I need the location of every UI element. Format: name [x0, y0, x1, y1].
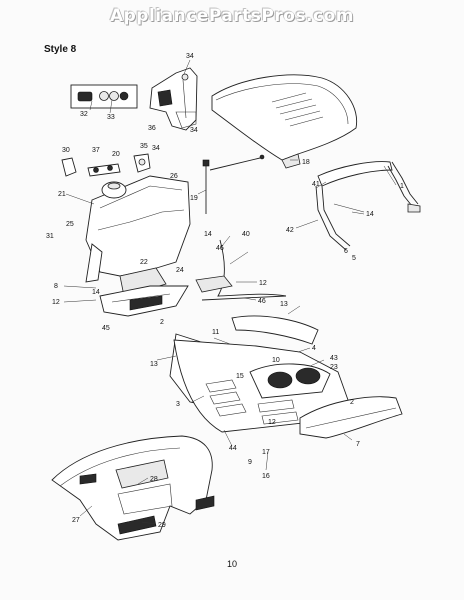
callout-label: 2 — [350, 399, 354, 406]
front-grille-part — [173, 339, 349, 433]
callout-label: 20 — [112, 151, 120, 158]
callout-label: 34 — [190, 127, 198, 134]
dash-panel-part — [85, 175, 191, 297]
callout-label: 29 — [158, 522, 166, 529]
callout-label: 32 — [80, 111, 88, 118]
callout-label: 19 — [190, 195, 198, 202]
style-label: Style 8 — [44, 44, 77, 55]
callout-label: 3 — [176, 401, 180, 408]
callout-label: 18 — [302, 159, 310, 166]
callout-label: 42 — [286, 227, 294, 234]
callout-label: 5 — [352, 255, 356, 262]
callout-label: 14 — [366, 211, 374, 218]
callout-label: 13 — [280, 301, 288, 308]
callout-label: 30 — [62, 147, 70, 154]
callout-label: 2 — [160, 319, 164, 326]
callout-label: 10 — [272, 357, 280, 364]
hood-rod-part — [202, 154, 265, 214]
callout-label: 46 — [258, 298, 266, 305]
callout-label: 41 — [312, 181, 320, 188]
callout-label: 25 — [66, 221, 74, 228]
callout-label: 34 — [186, 53, 194, 60]
callout-label: 7 — [356, 441, 360, 448]
hood-bracket-part — [149, 67, 198, 131]
callout-label: 24 — [176, 267, 184, 274]
callout-label: 43 — [330, 355, 338, 362]
front-bumper-part — [315, 161, 421, 251]
callout-label: 23 — [330, 364, 338, 371]
callout-label: 16 — [262, 473, 270, 480]
callout-label: 45 — [102, 325, 110, 332]
callout-label: 40 — [242, 231, 250, 238]
floor-plate-part — [99, 285, 189, 317]
callout-label: 12 — [52, 299, 60, 306]
callout-label: 46 — [216, 245, 224, 252]
callout-label: 31 — [46, 233, 54, 240]
callout-label: 34 — [152, 145, 160, 152]
callout-label: 35 — [140, 143, 148, 150]
small-hardware-parts — [61, 153, 151, 177]
fender-part — [51, 435, 215, 541]
callout-label: 26 — [170, 173, 178, 180]
front-bumper-lower-part — [299, 396, 403, 439]
callout-label: 33 — [107, 114, 115, 121]
callout-label: 9 — [248, 459, 252, 466]
callout-label: 37 — [92, 147, 100, 154]
callout-label: 15 — [236, 373, 244, 380]
leader-lines — [63, 59, 397, 525]
callout-label: 14 — [92, 289, 100, 296]
callout-label: 22 — [140, 259, 148, 266]
watermark: AppliancePartsPros.com — [109, 6, 354, 26]
callout-label: 36 — [148, 125, 156, 132]
switch-box-part — [70, 84, 138, 109]
callout-label: 17 — [262, 449, 270, 456]
page-number: 10 — [227, 559, 238, 569]
callout-label: 13 — [150, 361, 158, 368]
callout-label: 21 — [58, 191, 66, 198]
callout-label: 8 — [54, 283, 58, 290]
callout-label: 11 — [212, 329, 219, 336]
callout-label: 44 — [229, 445, 237, 452]
callout-label: 6 — [344, 248, 348, 255]
callout-label: 1 — [400, 183, 404, 190]
callout-label: 28 — [150, 476, 158, 483]
callout-label: 14 — [204, 231, 212, 238]
callout-label: 27 — [72, 517, 80, 524]
throttle-cable-part — [195, 239, 287, 301]
callout-label: 4 — [312, 345, 316, 352]
hood-part — [211, 74, 358, 169]
callout-label: 12 — [259, 280, 267, 287]
callout-label: 12 — [268, 419, 276, 426]
